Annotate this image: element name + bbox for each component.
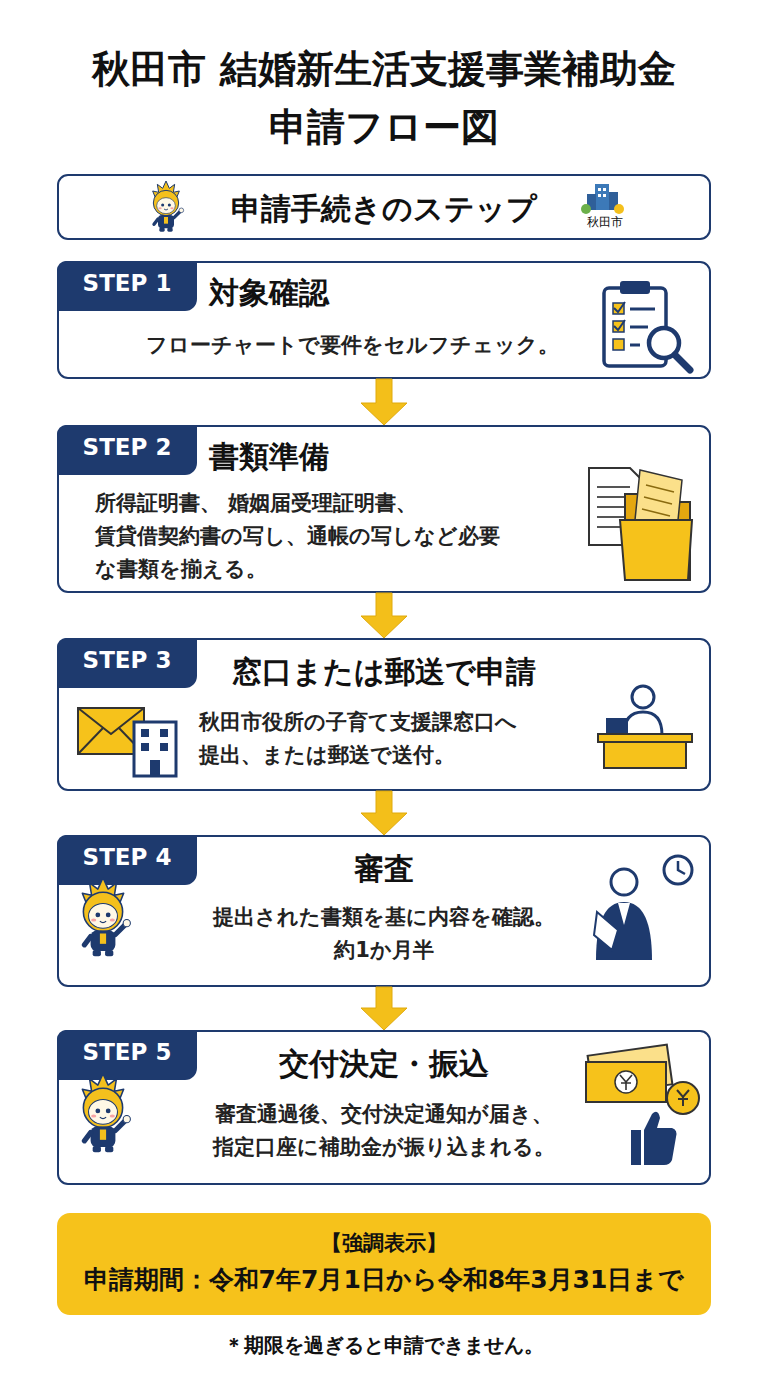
- process-box: 書類準備所得証明書、 婚姻届受理証明書、 賃貸借契約書の写し、通帳の写しなど必要…: [57, 425, 711, 593]
- highlight-band: 【強調表示】申請期間：令和7年7月1日から令和8年3月31日まで: [57, 1213, 711, 1315]
- flow-arrow: [361, 379, 407, 425]
- step-tab-label: STEP 3: [57, 647, 197, 673]
- mail-icon: [78, 708, 176, 776]
- flow-arrow: [361, 791, 407, 835]
- step-title: 書類準備: [209, 437, 329, 478]
- step-tab-label: STEP 1: [57, 270, 197, 296]
- note-text: ＊期限を過ぎると申請できません。: [0, 1332, 768, 1359]
- header-box: 申請手続きのステップ秋田市: [57, 174, 711, 240]
- process-box: 交付決定・振込審査通過後、交付決定通知が届き、 指定口座に補助金が振り込まれる。…: [57, 1030, 711, 1185]
- step-tab-label: STEP 5: [57, 1039, 197, 1065]
- money-icon: [586, 1045, 699, 1165]
- mascot: [82, 878, 130, 957]
- process-box: 窓口または郵送で申請秋田市役所の子育て支援課窓口へ 提出、または郵送で送付。ST…: [57, 638, 711, 791]
- diagram-title: 秋田市 結婚新生活支援事業補助金 申請フロー図: [24, 40, 744, 156]
- step-tab: STEP 2: [57, 425, 197, 475]
- process-box: 審査提出された書類を基に内容を確認。約1か月半STEP 4: [57, 835, 711, 987]
- mascot: [153, 181, 184, 232]
- highlight-heading: 【強調表示】: [57, 1229, 711, 1257]
- mascot: [82, 1074, 130, 1153]
- step-description: 審査通過後、交付決定通知が届き、 指定口座に補助金が振り込まれる。: [169, 1098, 599, 1164]
- step-duration: 約1か月半: [139, 936, 629, 964]
- clipboard-icon: [604, 281, 690, 370]
- step-tab: STEP 1: [57, 261, 197, 311]
- step-description: 所得証明書、 婚姻届受理証明書、 賃貸借契約書の写し、通帳の写しなど必要 な書類…: [95, 487, 545, 586]
- step-tab: STEP 4: [57, 835, 197, 885]
- step-tab-label: STEP 4: [57, 844, 197, 870]
- step-tab-label: STEP 2: [57, 434, 197, 460]
- flow-arrow: [361, 593, 407, 638]
- desk-clerk-icon: [598, 686, 692, 768]
- documents-icon: [589, 468, 692, 580]
- city-logo: [581, 184, 624, 214]
- step-description: フローチャートで要件をセルフチェック。: [87, 331, 617, 359]
- step-tab: STEP 5: [57, 1030, 197, 1080]
- step-description: 秋田市役所の子育て支援課窓口へ 提出、または郵送で送付。: [199, 706, 579, 772]
- step-title: 対象確認: [209, 273, 329, 314]
- deadline-text: 申請期間：令和7年7月1日から令和8年3月31日まで: [57, 1263, 711, 1296]
- logo-text: 秋田市: [577, 214, 633, 231]
- step-tab: STEP 3: [57, 638, 197, 688]
- flow-arrow: [361, 987, 407, 1030]
- step-description: 提出された書類を基に内容を確認。: [139, 903, 629, 931]
- reviewer-icon: [594, 856, 692, 960]
- process-box: 対象確認フローチャートで要件をセルフチェック。 STEP 1: [57, 261, 711, 379]
